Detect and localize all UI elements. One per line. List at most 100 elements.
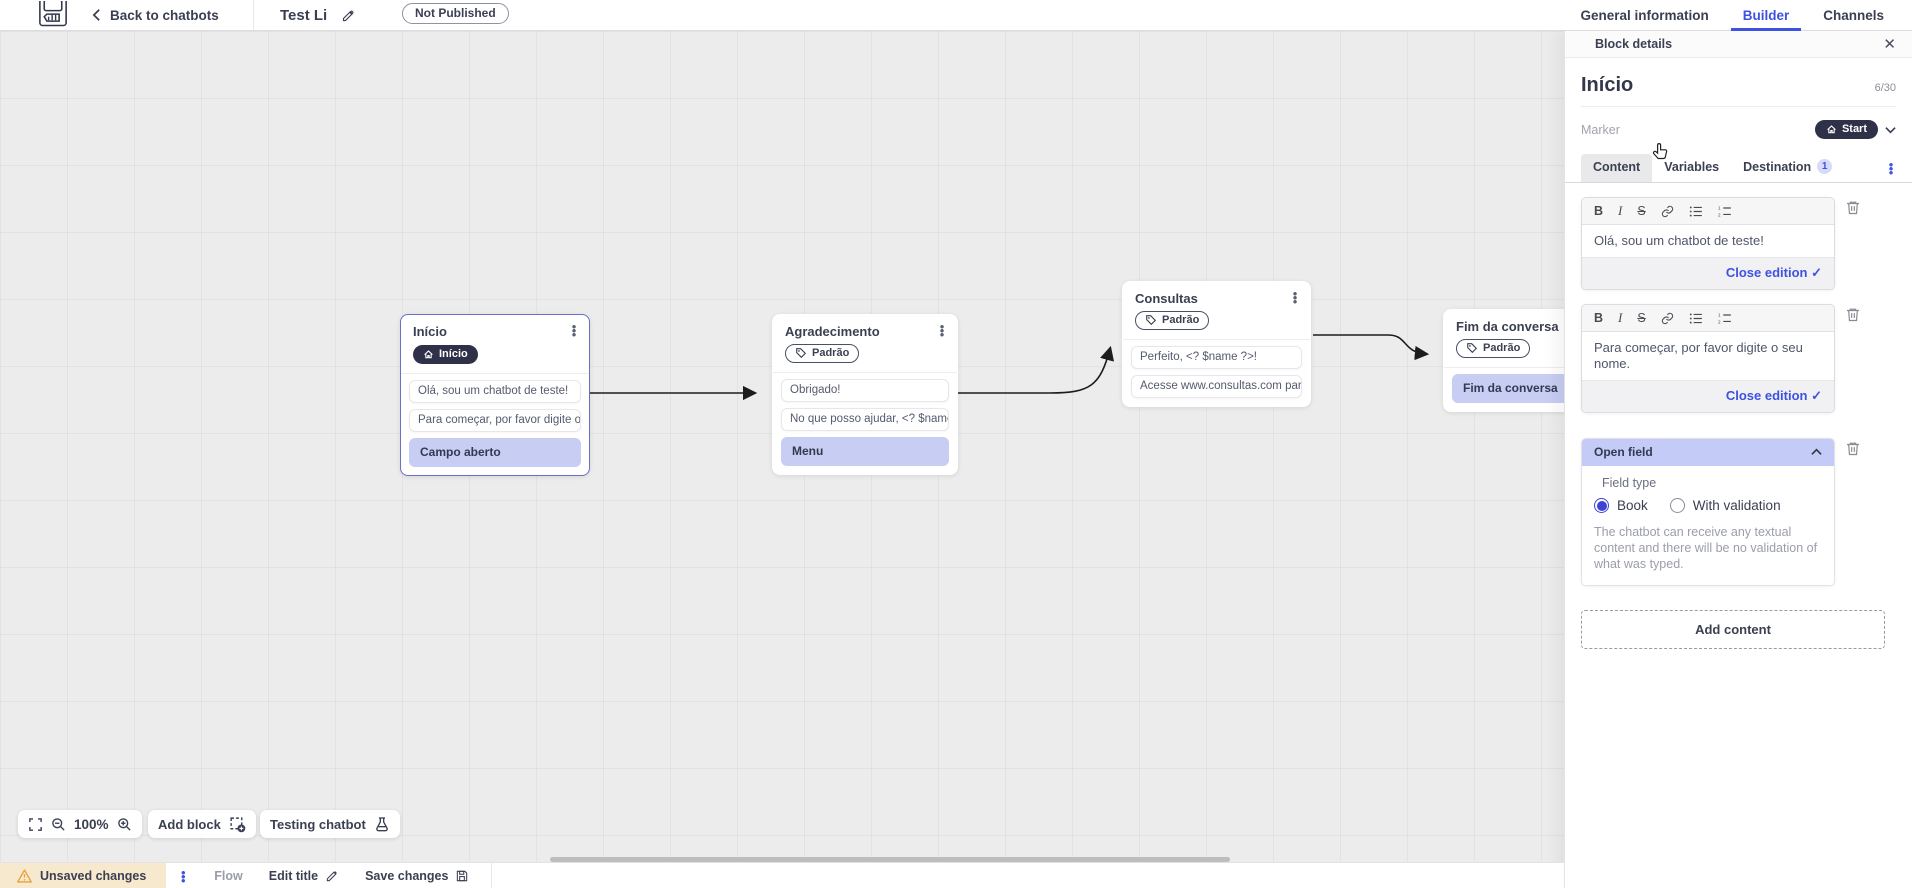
svg-text:1: 1 bbox=[1718, 205, 1721, 210]
node-message-row[interactable]: Perfeito, <? $name ?>! bbox=[1131, 346, 1302, 369]
svg-text:2: 2 bbox=[1718, 212, 1721, 217]
horizontal-scrollbar[interactable] bbox=[550, 857, 1230, 862]
default-marker-pill: Padrão bbox=[1135, 311, 1210, 330]
edit-title-pencil-icon[interactable] bbox=[341, 8, 356, 23]
node-title: Fim da conversa bbox=[1456, 319, 1559, 334]
block-name-input[interactable]: Início bbox=[1581, 74, 1634, 96]
radio-with-validation[interactable] bbox=[1669, 498, 1685, 513]
marker-start-pill[interactable]: Start bbox=[1814, 120, 1878, 139]
chatbot-title[interactable]: Test Li bbox=[280, 6, 328, 24]
strikethrough-icon[interactable]: S bbox=[1637, 204, 1646, 218]
tab-general-information[interactable]: General information bbox=[1580, 8, 1709, 23]
numbered-list-icon[interactable]: 12 bbox=[1718, 312, 1732, 325]
node-title: Início bbox=[413, 324, 447, 339]
connector-consultas-fim[interactable] bbox=[1313, 334, 1430, 361]
add-block-label: Add block bbox=[158, 816, 221, 832]
add-content-button[interactable]: Add content bbox=[1581, 610, 1885, 649]
testing-chatbot-button[interactable]: Testing chatbot bbox=[260, 810, 400, 838]
radio-book[interactable] bbox=[1594, 498, 1609, 513]
fullscreen-icon[interactable] bbox=[28, 817, 43, 832]
node-menu-icon[interactable]: ••• bbox=[571, 319, 577, 342]
tab-builder[interactable]: Builder bbox=[1730, 0, 1801, 31]
app-logo[interactable] bbox=[38, 0, 68, 34]
add-block-button[interactable]: Add block bbox=[148, 810, 256, 838]
radio-with-validation-label[interactable]: With validation bbox=[1692, 498, 1781, 513]
unsaved-changes-status: Unsaved changes bbox=[0, 862, 167, 888]
flow-breadcrumb[interactable]: Flow bbox=[214, 868, 243, 883]
zoom-out-icon[interactable] bbox=[51, 817, 66, 832]
strikethrough-icon[interactable]: S bbox=[1637, 311, 1646, 325]
node-open-field-row[interactable]: Campo aberto bbox=[409, 437, 581, 467]
message-text[interactable]: Olá, sou um chatbot de teste! bbox=[1594, 233, 1764, 248]
node-message-row[interactable]: Acesse www.consultas.com par... bbox=[1131, 375, 1302, 398]
bullet-list-icon[interactable] bbox=[1689, 312, 1703, 325]
link-icon[interactable] bbox=[1661, 312, 1674, 325]
divider bbox=[401, 372, 589, 374]
status-badge: Not Published bbox=[402, 3, 509, 24]
numbered-list-icon[interactable]: 12 bbox=[1718, 205, 1732, 218]
bold-icon[interactable]: B bbox=[1594, 311, 1604, 325]
node-menu-icon[interactable]: ••• bbox=[939, 319, 945, 342]
panel-tabs: Content Variables Destination 1 ••• bbox=[1565, 153, 1912, 183]
message-text[interactable]: Para começar, por favor digite o seu nom… bbox=[1594, 340, 1803, 371]
tab-channels[interactable]: Channels bbox=[1823, 8, 1884, 23]
tab-destination[interactable]: Destination 1 bbox=[1731, 153, 1844, 182]
divider bbox=[1123, 339, 1310, 340]
tab-content[interactable]: Content bbox=[1581, 153, 1653, 182]
open-field-header[interactable]: Open field bbox=[1582, 439, 1834, 466]
svg-text:1: 1 bbox=[1718, 312, 1721, 317]
chevron-up-icon[interactable] bbox=[1811, 448, 1822, 456]
node-message-row[interactable]: Obrigado! bbox=[781, 379, 949, 402]
delete-open-field-icon[interactable] bbox=[1845, 440, 1861, 457]
close-edition-button[interactable]: Close edition ✓ bbox=[1725, 388, 1822, 403]
chevron-down-icon[interactable] bbox=[1885, 126, 1896, 134]
panel-menu-icon[interactable]: ••• bbox=[1888, 156, 1894, 180]
divider bbox=[1444, 367, 1632, 368]
node-message-row[interactable]: Olá, sou um chatbot de teste! bbox=[409, 379, 581, 403]
italic-icon[interactable]: I bbox=[1618, 203, 1623, 218]
main-tabs: General information Builder Channels bbox=[1580, 0, 1884, 31]
edit-title-button[interactable]: Edit title bbox=[269, 869, 339, 883]
node-menu-icon[interactable]: ••• bbox=[1292, 286, 1298, 309]
tab-variables[interactable]: Variables bbox=[1664, 159, 1720, 174]
back-label: Back to chatbots bbox=[110, 7, 219, 23]
pencil-icon bbox=[326, 870, 337, 881]
delete-message-icon[interactable] bbox=[1845, 306, 1861, 323]
open-field-card: Open field Field type Book With validati… bbox=[1581, 438, 1835, 586]
node-agradecimento[interactable]: Agradecimento ••• Padrão Obrigado! No qu… bbox=[772, 314, 958, 475]
save-changes-button[interactable]: Save changes bbox=[365, 869, 469, 883]
node-title: Consultas bbox=[1135, 291, 1198, 306]
close-icon[interactable]: ✕ bbox=[1883, 36, 1896, 53]
node-consultas[interactable]: Consultas ••• Padrão Perfeito, <? $name … bbox=[1122, 281, 1311, 407]
close-edition-button[interactable]: Close edition ✓ bbox=[1725, 265, 1822, 280]
add-block-icon bbox=[230, 816, 246, 832]
flow-canvas[interactable]: Início ••• Início Olá, sou um chatbot de… bbox=[0, 31, 1633, 862]
top-bar: Back to chatbots Test Li Not Published G… bbox=[0, 0, 1912, 31]
node-message-row[interactable]: Para começar, por favor digite o ... bbox=[409, 408, 581, 432]
node-inicio[interactable]: Início ••• Início Olá, sou um chatbot de… bbox=[400, 314, 590, 476]
flask-icon bbox=[375, 817, 388, 832]
field-type-description: The chatbot can receive any textual cont… bbox=[1594, 525, 1818, 571]
zoom-in-icon[interactable] bbox=[117, 817, 132, 832]
back-to-chatbots-button[interactable]: Back to chatbots bbox=[92, 0, 219, 30]
link-icon[interactable] bbox=[1661, 205, 1674, 218]
open-field-title: Open field bbox=[1594, 445, 1653, 459]
marker-label: Marker bbox=[1581, 122, 1620, 137]
connector-agradecimento-consultas[interactable] bbox=[956, 345, 1115, 394]
bullet-list-icon[interactable] bbox=[1689, 205, 1703, 218]
radio-book-label[interactable]: Book bbox=[1617, 498, 1648, 513]
panel-title: Block details bbox=[1595, 37, 1673, 51]
bold-icon[interactable]: B bbox=[1594, 204, 1604, 218]
field-type-label: Field type bbox=[1602, 476, 1657, 490]
svg-text:2: 2 bbox=[1718, 319, 1721, 324]
tag-icon bbox=[796, 348, 807, 359]
node-menu-row[interactable]: Menu bbox=[781, 437, 949, 466]
delete-message-icon[interactable] bbox=[1845, 199, 1861, 216]
zoom-controls: 100% bbox=[18, 810, 142, 838]
node-message-row[interactable]: No que posso ajudar, <? $name ... bbox=[781, 408, 949, 431]
unsaved-changes-label: Unsaved changes bbox=[40, 868, 147, 883]
footer-menu-icon[interactable]: ••• bbox=[181, 864, 186, 888]
italic-icon[interactable]: I bbox=[1618, 310, 1623, 325]
